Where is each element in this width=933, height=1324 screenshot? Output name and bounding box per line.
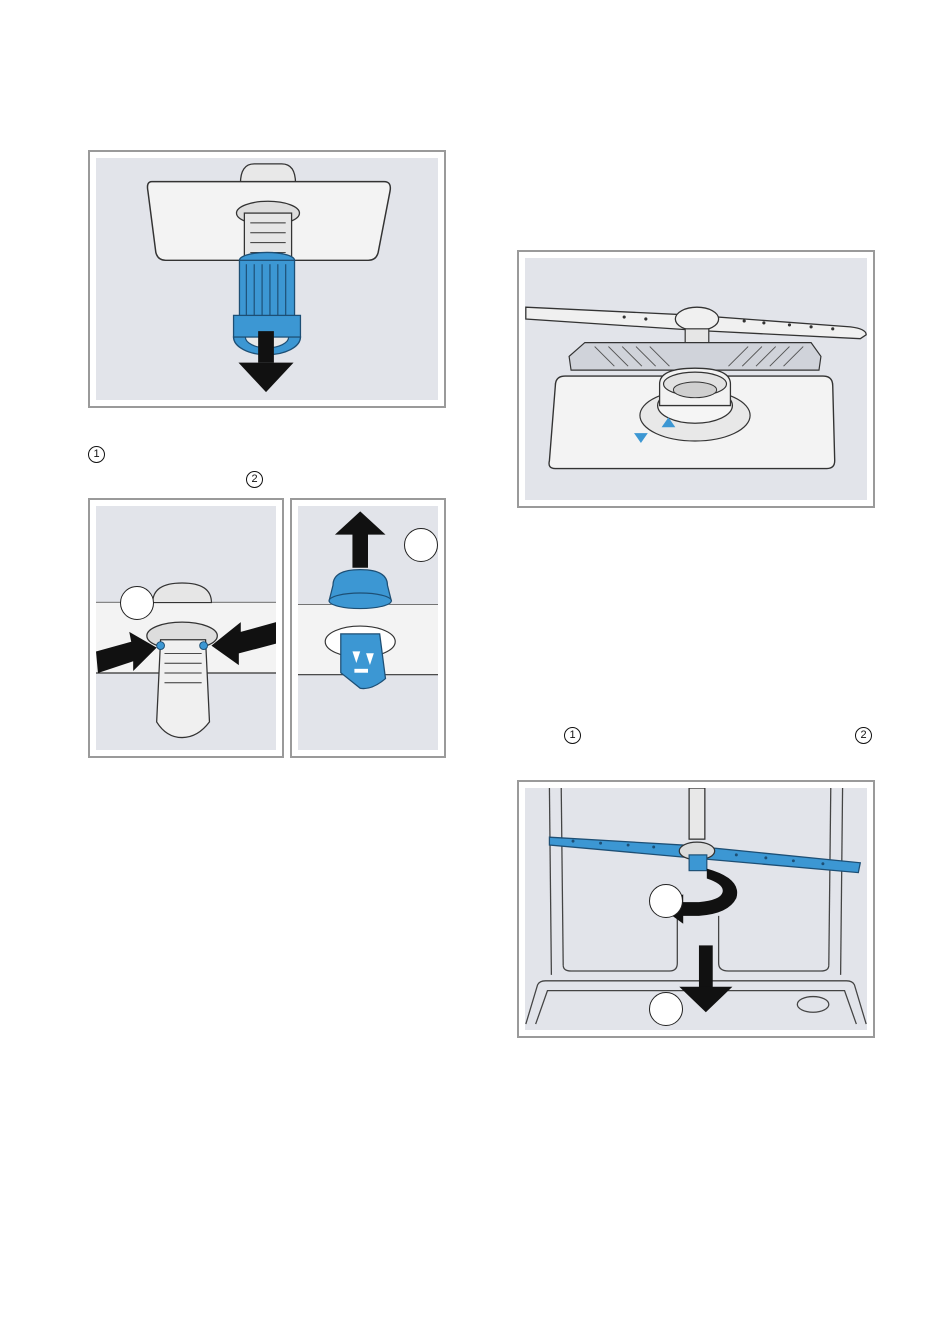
step-marker-1-right: 1 bbox=[564, 725, 581, 744]
callout-badge-pull bbox=[649, 992, 683, 1026]
figure-squeeze-tabs bbox=[88, 498, 284, 758]
step-marker-1: 1 bbox=[88, 444, 105, 463]
arrow-down-icon bbox=[679, 945, 732, 1012]
figure-spray-arm-removal bbox=[517, 780, 875, 1038]
filter-sump-illustration bbox=[525, 258, 867, 500]
callout-badge-1 bbox=[120, 586, 154, 620]
spray-arm-illustration bbox=[525, 788, 867, 1030]
figure-panel bbox=[96, 506, 276, 750]
step-number-1: 1 bbox=[88, 446, 105, 463]
step-marker-2-right: 2 bbox=[855, 725, 872, 744]
figure-filter-in-sump bbox=[517, 250, 875, 508]
figure-panel bbox=[525, 788, 867, 1030]
figure-filter-removal bbox=[88, 150, 446, 408]
squeeze-tabs-illustration bbox=[96, 506, 276, 750]
step-number-2: 2 bbox=[246, 471, 263, 488]
step-number-1-right: 1 bbox=[564, 727, 581, 744]
callout-badge-2 bbox=[404, 528, 438, 562]
figure-lift-filter bbox=[290, 498, 446, 758]
step-number-2-right: 2 bbox=[855, 727, 872, 744]
figure-panel bbox=[96, 158, 438, 400]
arrow-up-icon bbox=[335, 511, 386, 567]
figure-panel bbox=[298, 506, 438, 750]
step-marker-2: 2 bbox=[246, 469, 263, 488]
filter-removal-illustration bbox=[96, 158, 438, 400]
callout-badge-rotate bbox=[649, 884, 683, 918]
figure-panel bbox=[525, 258, 867, 500]
